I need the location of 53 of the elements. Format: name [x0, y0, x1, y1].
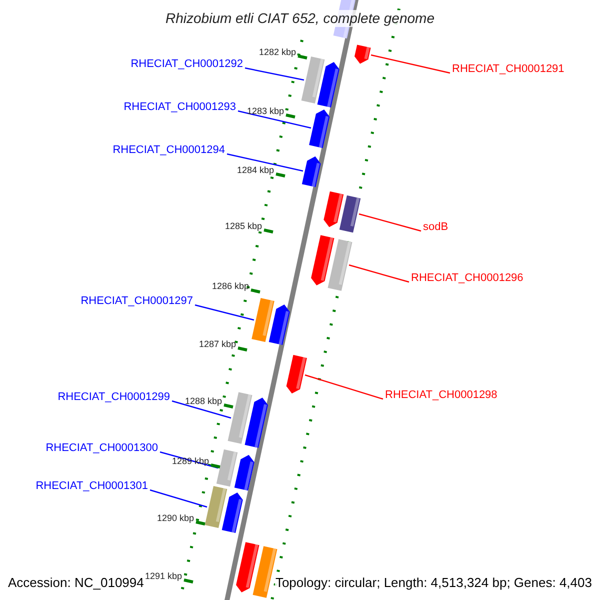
gene-block	[236, 542, 260, 592]
gene-block	[286, 354, 307, 394]
leader-line	[370, 54, 450, 74]
gene-block	[309, 109, 330, 148]
leader-line	[348, 264, 410, 283]
scale-label: 1282 kbp	[258, 47, 296, 58]
scale-label: 1287 kbp	[198, 339, 236, 350]
gene-block	[311, 235, 334, 286]
leader-line	[160, 451, 218, 469]
gene-block	[228, 392, 252, 444]
gene-block	[301, 56, 325, 104]
gene-block	[317, 62, 340, 108]
accession-text: Accession: NC_010994	[8, 575, 144, 591]
gene-label: RHECIAT_CH0001294	[112, 144, 225, 157]
leader-line	[304, 374, 384, 400]
gene-block	[252, 298, 274, 342]
leader-line	[238, 110, 312, 129]
gene-label: RHECIAT_CH0001299	[58, 391, 170, 404]
scale-label: 1290 kbp	[156, 513, 194, 524]
leader-line	[244, 67, 304, 81]
scale-label: 1284 kbp	[236, 165, 274, 176]
leader-line	[194, 304, 254, 321]
gene-block	[302, 156, 321, 188]
scale-label: 1288 kbp	[184, 396, 222, 407]
gene-block	[324, 191, 344, 228]
gene-block	[268, 304, 290, 346]
scale-label: 1285 kbp	[224, 221, 262, 232]
gene-label: RHECIAT_CH0001301	[36, 480, 148, 493]
scale-label: 1283 kbp	[246, 106, 284, 117]
gene-label: RHECIAT_CH0001300	[46, 442, 158, 455]
gene-block	[328, 239, 352, 291]
scale-label: 1286 kbp	[212, 281, 249, 292]
gene-label: sodB	[423, 221, 448, 234]
scale-label: 1289 kbp	[172, 456, 209, 467]
gene-block	[204, 486, 228, 528]
leader-line	[358, 213, 422, 232]
leader-line	[150, 489, 208, 508]
gene-label: RHECIAT_CH0001297	[80, 295, 193, 308]
gene-block	[354, 44, 371, 64]
scale-label: 1291 kbp	[144, 571, 182, 582]
gene-label: RHECIAT_CH0001298	[385, 389, 498, 402]
gene-block	[222, 492, 243, 534]
leader-line	[172, 400, 232, 419]
gene-label: RHECIAT_CH0001293	[124, 101, 236, 114]
gene-label: RHECIAT_CH0001291	[452, 63, 564, 76]
gene-label: RHECIAT_CH0001292	[130, 58, 243, 71]
gene-block	[252, 546, 278, 598]
gene-block	[339, 195, 361, 233]
leader-line	[226, 153, 304, 172]
gene-block	[244, 398, 268, 448]
gene-block	[216, 449, 238, 487]
gene-block	[234, 454, 254, 491]
gene-label: RHECIAT_CH0001296	[411, 272, 524, 285]
